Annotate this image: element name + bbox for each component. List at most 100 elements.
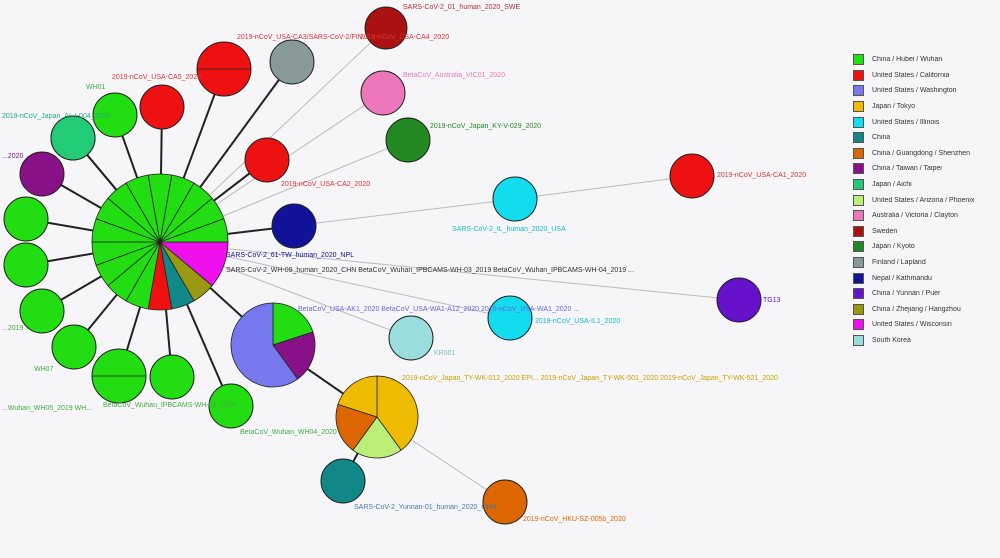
node-slice [376, 375, 419, 451]
node-circle [360, 70, 406, 116]
node-circle [385, 117, 431, 163]
node-circle [271, 203, 317, 249]
node-il1 [487, 295, 533, 341]
node-slice [335, 403, 378, 451]
legend-swatch [853, 179, 864, 191]
node-circle [269, 39, 315, 85]
node-yunnan [320, 458, 366, 504]
legend-swatch [853, 147, 864, 159]
node-aus [360, 70, 406, 116]
legend-label: South Korea [872, 336, 911, 344]
node-label: SARS-CoV-2_61-TW_human_2020_NPL [226, 252, 354, 259]
node-slice [272, 331, 316, 380]
node-wuhan-a [149, 354, 195, 400]
sample-list-label: ...Wuhan_WH05_2019 WH... [2, 405, 92, 412]
node-sweden [364, 6, 408, 50]
node-circle [244, 137, 290, 183]
legend-swatch [853, 194, 864, 206]
node-circle [388, 315, 434, 361]
legend-item: United States / Arizona / Phoenix [853, 192, 999, 208]
node-circle [716, 277, 762, 323]
node-label: SARS-CoV-2_Yunnan-01_human_2020_CHN [354, 504, 496, 511]
node-circle [3, 242, 49, 288]
legend-label: Finland / Lapland [872, 259, 926, 267]
node-circle [320, 458, 366, 504]
legend-item: China / Hubei / Wuhan [853, 52, 999, 68]
legend-item: Finland / Lapland [853, 255, 999, 271]
legend-label: Australia / Victoria / Clayton [872, 212, 958, 220]
node-wuhan-d [3, 242, 49, 288]
legend-item: China [853, 130, 999, 146]
node-aichi [50, 115, 96, 161]
sample-list-label: ...2019 [2, 325, 24, 332]
node-circle [50, 115, 96, 161]
legend-label: United States / Wisconsin [872, 321, 952, 329]
node-taipei [19, 151, 65, 197]
node-jp [335, 375, 419, 459]
node-label: 2019-nCoV_USA-CA5_2020 [112, 74, 201, 81]
node-label: 2019-nCoV_HKU-SZ-005b_2020 [523, 516, 626, 523]
node-label: KR001 [434, 350, 456, 357]
legend-swatch [853, 241, 864, 253]
node-circle [669, 153, 715, 199]
legend-swatch [853, 69, 864, 81]
legend-item: Japan / Kyoto [853, 239, 999, 255]
node-label: ...2020 [2, 153, 24, 160]
legend-label: Japan / Aichi [872, 181, 912, 189]
node-label: 2019-nCoV_USA-CA4_2020 [360, 34, 449, 41]
node-circle [92, 92, 138, 138]
node-wuhan-big [91, 348, 147, 404]
node-label: 2019-nCoV_Japan_TY-WK-012_2020 EPI... 20… [402, 375, 778, 382]
node-ca1 [669, 153, 715, 199]
legend-item: United States / Wisconsin [853, 317, 999, 333]
node-slice [159, 218, 229, 243]
node-circle [51, 324, 97, 370]
legend-swatch [853, 132, 864, 144]
node-circle [364, 6, 408, 50]
legend-label: Japan / Tokyo [872, 103, 916, 111]
legend-item: United States / California [853, 68, 999, 84]
node-label: 2019-nCoV_USA-IL1_2020 [535, 318, 620, 325]
node-label: BetaCoV_Wuhan_WH04_2020 [240, 429, 337, 436]
legend-label: Sweden [872, 227, 898, 235]
legend-label: United States / Arizona / Phoenix [872, 196, 975, 204]
node-slice [230, 302, 299, 388]
legend-label: China / Guangdong / Shenzhen [872, 149, 971, 157]
legend-label: Japan / Kyoto [872, 243, 915, 251]
node-korea [388, 315, 434, 361]
node-nepal [271, 203, 317, 249]
node-circle [208, 383, 254, 429]
node-label: SARS-CoV-2_01_human_2020_SWE [403, 4, 520, 11]
sample-list-label: SARS-CoV-2_WH-09_human_2020_CHN BetaCoV_… [226, 267, 634, 274]
legend-swatch [853, 288, 864, 300]
node-shenzhen [482, 479, 528, 525]
legend-item: China / Guangdong / Shenzhen [853, 146, 999, 162]
legend-label: China / Hubei / Wuhan [872, 56, 943, 64]
legend-swatch [853, 303, 864, 315]
legend-label: United States / Illinois [872, 118, 940, 126]
node-kyoto [385, 117, 431, 163]
node-wuhan-e [19, 288, 65, 334]
legend-item: China / Taiwan / Taipei [853, 161, 999, 177]
legend-item: China / Zhejiang / Hangzhou [853, 302, 999, 318]
node-circle [139, 84, 185, 130]
legend-swatch [853, 116, 864, 128]
node-circle [19, 151, 65, 197]
legend-label: China / Zhejiang / Hangzhou [872, 305, 961, 313]
node-circle [482, 479, 528, 525]
node-label: SARS-CoV-2_IL_human_2020_USA [452, 226, 566, 233]
legend-item: United States / Illinois [853, 114, 999, 130]
node-wuhan-lower [208, 383, 254, 429]
node-label: 2019-nCoV_USA-CA2_2020 [281, 181, 370, 188]
node-label: 2019-nCoV_Japan_AI_I-004_2020 [2, 113, 110, 120]
legend-item: South Korea [853, 333, 999, 349]
legend-item: United States / Washington [853, 83, 999, 99]
node-circle [19, 288, 65, 334]
legend-item: Nepal / Kathmandu [853, 270, 999, 286]
node-ca5 [139, 84, 185, 130]
legend-label: China / Taiwan / Taipei [872, 165, 942, 173]
node-circle [149, 354, 195, 400]
